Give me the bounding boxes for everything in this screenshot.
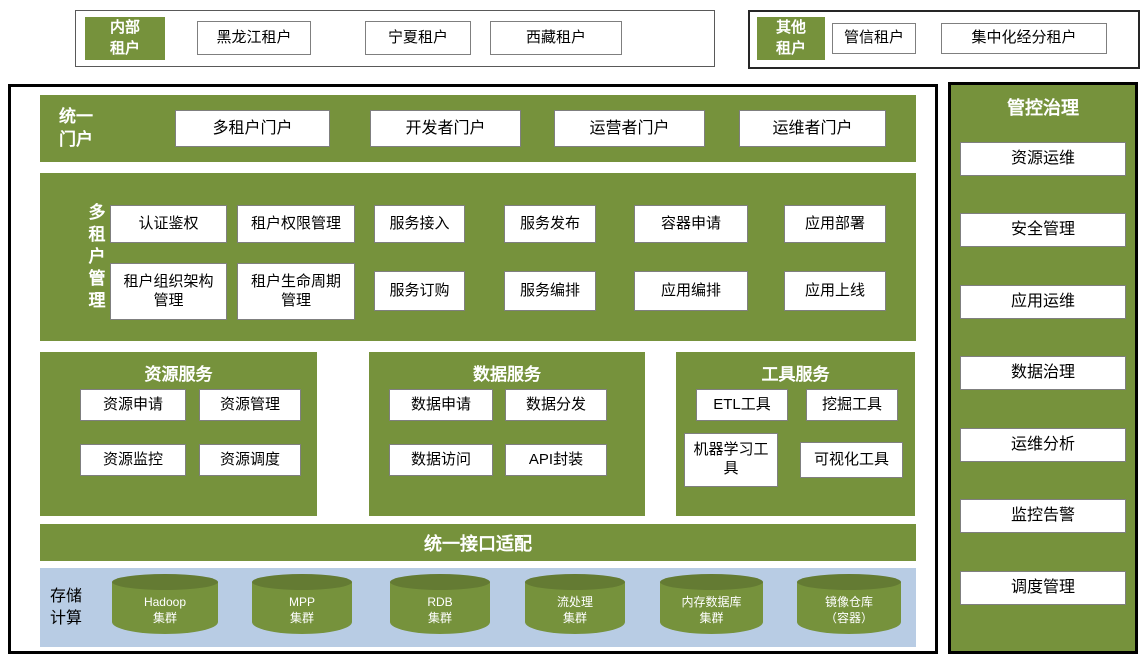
portal-item-developer: 开发者门户 [370, 110, 521, 147]
cluster-label: RDB 集群 [427, 595, 453, 625]
mgmt-item-app-online: 应用上线 [784, 271, 886, 311]
portal-item-multitenant: 多租户门户 [175, 110, 330, 147]
cluster-cylinder-hadoop: Hadoop 集群 [112, 574, 218, 634]
tool-service-title: 工具服务 [761, 365, 830, 384]
platform-main-box: 统一 门户 多租户门户 开发者门户 运营者门户 运维者门户 多 租 户 管 理 … [8, 84, 938, 654]
cluster-label: Hadoop 集群 [143, 595, 187, 625]
data-service-title: 数据服务 [473, 365, 541, 384]
data-item-apply: 数据申请 [389, 389, 493, 421]
interface-adapter-bar: 统一接口适配 [40, 524, 916, 561]
mgmt-item-container-apply: 容器申请 [634, 205, 748, 243]
mgmt-item-service-order: 服务订购 [374, 271, 465, 311]
resource-item-monitor: 资源监控 [80, 444, 186, 476]
unified-portal-bar: 统一 门户 多租户门户 开发者门户 运营者门户 运维者门户 [40, 95, 916, 162]
cluster-label: MPP 集群 [288, 595, 315, 625]
cluster-cylinder-image-registry: 镜像仓库 （容器） [797, 574, 901, 634]
tool-item-mining: 挖掘工具 [806, 389, 898, 421]
cluster-label: 内存数据库 集群 [681, 595, 742, 625]
internal-tenants-label: 内部 租户 [85, 17, 165, 60]
mgmt-item-service-publish: 服务发布 [504, 205, 596, 243]
tenant-mgmt-label: 多 租 户 管 理 [88, 202, 106, 311]
data-item-api-wrap: API封装 [505, 444, 607, 476]
unified-portal-label: 统一 门户 [59, 107, 93, 149]
mgmt-item-tenant-lifecycle: 租户生命周期 管理 [237, 263, 355, 320]
internal-tenants-group: 内部 租户 黑龙江租户 宁夏租户 西藏租户 [75, 10, 715, 67]
resource-item-manage: 资源管理 [199, 389, 301, 421]
tool-service-block: 工具服务 ETL工具 挖掘工具 机器学习工 具 可视化工具 [676, 352, 915, 516]
cluster-cylinder-rdb: RDB 集群 [390, 574, 490, 634]
governance-item-app-ops: 应用运维 [960, 285, 1126, 319]
governance-item-data-governance: 数据治理 [960, 356, 1126, 390]
tenant-box-guanxin: 管信租户 [832, 23, 916, 54]
governance-item-security: 安全管理 [960, 213, 1126, 247]
other-tenants-label: 其他 租户 [757, 17, 825, 60]
cluster-label: 镜像仓库 （容器） [824, 595, 873, 625]
resource-item-apply: 资源申请 [80, 389, 186, 421]
portal-item-maintainer: 运维者门户 [739, 110, 886, 147]
storage-computing-label: 存储 计算 [50, 587, 83, 627]
data-item-access: 数据访问 [389, 444, 493, 476]
mgmt-item-app-orchestration: 应用编排 [634, 271, 748, 311]
mgmt-item-service-access: 服务接入 [374, 205, 465, 243]
interface-adapter-label: 统一接口适配 [424, 533, 532, 554]
cluster-label: 流处理 集群 [556, 595, 593, 625]
tenant-box-jizhonghua-jingfen: 集中化经分租户 [941, 23, 1107, 54]
cluster-cylinder-mpp: MPP 集群 [252, 574, 352, 634]
tenant-box-heilongjiang: 黑龙江租户 [197, 21, 311, 55]
governance-title: 管控治理 [1007, 98, 1079, 118]
tool-item-etl: ETL工具 [696, 389, 788, 421]
tool-item-machine-learning: 机器学习工 具 [684, 433, 778, 487]
tenant-box-ningxia: 宁夏租户 [365, 21, 471, 55]
tenant-box-xizang: 西藏租户 [490, 21, 622, 55]
resource-service-title: 资源服务 [144, 365, 213, 384]
governance-panel: 管控治理 资源运维 安全管理 应用运维 数据治理 运维分析 监控告警 调度管理 [948, 82, 1138, 654]
tenant-mgmt-section: 多 租 户 管 理 认证鉴权 租户权限管理 服务接入 服务发布 容器申请 应用部… [40, 173, 916, 341]
governance-item-schedule-mgmt: 调度管理 [960, 571, 1126, 605]
resource-service-block: 资源服务 资源申请 资源管理 资源监控 资源调度 [40, 352, 317, 516]
cluster-cylinder-inmemory-db: 内存数据库 集群 [660, 574, 763, 634]
governance-item-monitor-alert: 监控告警 [960, 499, 1126, 533]
storage-computing-row: 存储 计算 Hadoop 集群 MPP 集群 RDB 集群 流处理 集群 内存数… [40, 568, 916, 647]
tool-item-visualization: 可视化工具 [800, 442, 903, 478]
mgmt-item-service-orchestration: 服务编排 [504, 271, 596, 311]
portal-item-operator: 运营者门户 [554, 110, 705, 147]
other-tenants-group: 其他 租户 管信租户 集中化经分租户 [748, 10, 1140, 69]
governance-item-resource-ops: 资源运维 [960, 142, 1126, 176]
cluster-cylinder-stream: 流处理 集群 [525, 574, 625, 634]
mgmt-item-tenant-permission: 租户权限管理 [237, 205, 355, 243]
mgmt-item-auth: 认证鉴权 [110, 205, 227, 243]
governance-item-ops-analysis: 运维分析 [960, 428, 1126, 462]
data-service-block: 数据服务 数据申请 数据分发 数据访问 API封装 [369, 352, 645, 516]
mgmt-item-tenant-org: 租户组织架构 管理 [110, 263, 227, 320]
resource-item-schedule: 资源调度 [199, 444, 301, 476]
mgmt-item-app-deploy: 应用部署 [784, 205, 886, 243]
data-item-distribute: 数据分发 [505, 389, 607, 421]
